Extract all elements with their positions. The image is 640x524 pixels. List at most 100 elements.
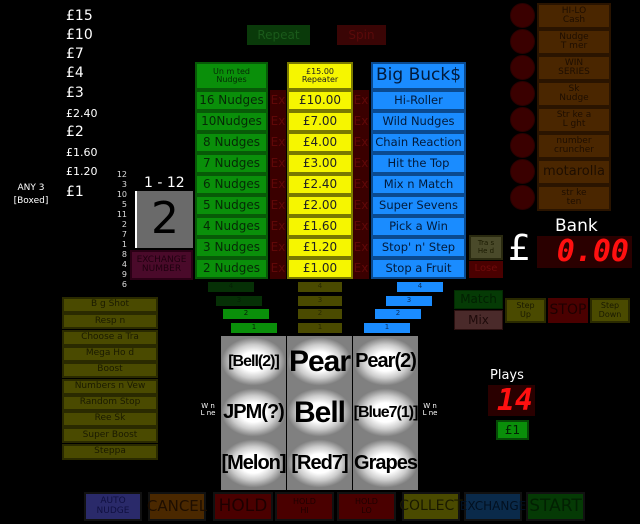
right-feature-lamp: Nudge T mer — [537, 29, 611, 55]
plays-display: 14 — [488, 385, 535, 416]
cash-column-row: £1.60 — [287, 216, 353, 237]
reel-symbol: [Melon] — [221, 438, 287, 489]
exchange-lamp: Ex — [353, 258, 369, 279]
feature-column-row: Hit the Top — [371, 153, 466, 174]
win-line-left: W n L ne — [200, 402, 216, 418]
exchange-lamp: Ex — [270, 258, 286, 279]
prize-value: £3 — [66, 85, 84, 101]
collect-button[interactable]: COLLECT — [399, 492, 463, 521]
current-number: 2 — [135, 191, 193, 248]
stop-button[interactable]: STOP — [548, 298, 588, 323]
step-down-button[interactable]: Step Down — [590, 298, 630, 323]
trail-number: 9 — [121, 270, 127, 279]
reel-symbol: Bell — [287, 387, 352, 438]
hold-lo-button[interactable]: HOLD LO — [337, 492, 396, 521]
exchange-button[interactable]: EXCHANGE — [460, 492, 526, 521]
exchange-lamp: Ex — [353, 216, 369, 237]
reel-symbol: Pear(2) — [353, 336, 418, 387]
stake-button[interactable]: £1 — [496, 420, 529, 440]
prize-value: £15 — [66, 8, 93, 24]
nudge-column-row: 2 Nudges — [195, 258, 268, 279]
step-lamp: 3 — [297, 294, 343, 307]
feature-indicator-lamp — [510, 159, 535, 184]
left-feature-lamp: Boost — [62, 362, 158, 379]
cash-column-row: £4.00 — [287, 132, 353, 153]
nudge-column-row: 8 Nudges — [195, 132, 268, 153]
hold-button[interactable]: HOLD — [213, 492, 273, 521]
exchange-lamp: Ex — [270, 195, 286, 216]
prize-value: £1.60 — [66, 146, 98, 159]
start-button[interactable]: START — [526, 492, 585, 521]
exchange-lamp: Ex — [353, 111, 369, 132]
right-feature-lamp: HI-LO Cash — [537, 3, 611, 29]
prize-value: £2.40 — [66, 107, 98, 120]
cash-column-row: £1.00 — [287, 258, 353, 279]
right-feature-lamp: motarolla — [537, 159, 611, 185]
step-up-button[interactable]: Step Up — [505, 298, 546, 323]
right-feature-lamp: number cruncher — [537, 133, 611, 159]
left-feature-lamp: Steppa — [62, 443, 158, 460]
cash-column-row: £3.00 — [287, 153, 353, 174]
step-lamp: 4 — [297, 281, 343, 293]
step-lamp: 2 — [374, 308, 422, 320]
reel-3: Pear(2)[Blue7(1)]Grapes — [353, 336, 418, 490]
exchange-lamp: Ex — [353, 153, 369, 174]
cash-column-row: £2.40 — [287, 174, 353, 195]
cash-column-header: £15.00 Repeater — [287, 62, 353, 90]
feature-column-row: Super Sevens — [371, 195, 466, 216]
right-feature-lamp: WIN SERIES — [537, 55, 611, 81]
step-lamp: 4 — [207, 281, 255, 293]
nudge-column-row: 5 Nudges — [195, 195, 268, 216]
step-lamp: 1 — [363, 321, 411, 334]
feature-column-row: Pick a Win — [371, 216, 466, 237]
prize-value: £1 — [66, 184, 84, 200]
nudge-column-row: 16 Nudges — [195, 90, 268, 111]
cash-column-row: £2.00 — [287, 195, 353, 216]
trail-number: 2 — [121, 220, 127, 229]
hold-hi-button[interactable]: HOLD HI — [275, 492, 334, 521]
feature-indicator-lamp — [510, 185, 535, 210]
prize-value: £2 — [66, 124, 84, 140]
repeat-button[interactable]: Repeat — [247, 25, 310, 45]
plays-label: Plays — [490, 368, 524, 383]
left-feature-lamp: Random Stop — [62, 394, 158, 411]
exchange-lamp: Ex — [270, 111, 286, 132]
step-lamp: 3 — [385, 294, 433, 307]
exchange-lamp: Ex — [353, 174, 369, 195]
any3-text: ANY 3 — [17, 183, 45, 193]
match-button[interactable]: Match — [454, 290, 503, 309]
feature-indicator-lamp — [510, 55, 535, 80]
feature-column-row: Stop a Fruit — [371, 258, 466, 279]
exchange-lamp: Ex — [353, 195, 369, 216]
trail-number: 3 — [121, 180, 127, 189]
mix-button[interactable]: Mix — [454, 310, 503, 330]
any3-label: ANY 3[Boxed] — [10, 182, 52, 208]
exchange-lamp: Ex — [353, 90, 369, 111]
left-feature-lamp: Super Boost — [62, 427, 158, 444]
trail-number: 7 — [121, 230, 127, 239]
trail-number: 12 — [116, 170, 127, 179]
win-line-right: W n L ne — [422, 402, 438, 418]
reel-symbol: [Bell(2)] — [221, 336, 286, 387]
feature-indicator-lamp — [510, 29, 535, 54]
bank-label: Bank — [555, 216, 598, 236]
left-feature-lamp: Resp n — [62, 313, 158, 330]
bank-display: 0.00 — [537, 236, 632, 268]
left-feature-lamp: Choose a Tra — [62, 329, 158, 346]
exchange-lamp: Ex — [270, 90, 286, 111]
exchange-number-button[interactable]: EXCHANGE NUMBER — [130, 250, 193, 280]
cancel-button[interactable]: CANCEL — [147, 492, 207, 521]
feature-column-row: Mix n Match — [371, 174, 466, 195]
feature-column-header: Big Buck$ — [371, 62, 466, 90]
lose-lamp: Lose — [469, 261, 503, 278]
step-lamp: 2 — [222, 308, 270, 320]
step-lamp: 4 — [396, 281, 444, 293]
auto-nudge-button[interactable]: AUTO NUDGE — [84, 492, 142, 521]
cash-column-row: £7.00 — [287, 111, 353, 132]
reel-1: [Bell(2)]JPM(?)[Melon] — [221, 336, 287, 490]
reel-symbol: Pear — [287, 336, 352, 387]
spin-button[interactable]: Spin — [337, 25, 386, 45]
left-feature-lamp: B g Shot — [62, 297, 158, 313]
exchange-lamp: Ex — [270, 174, 286, 195]
